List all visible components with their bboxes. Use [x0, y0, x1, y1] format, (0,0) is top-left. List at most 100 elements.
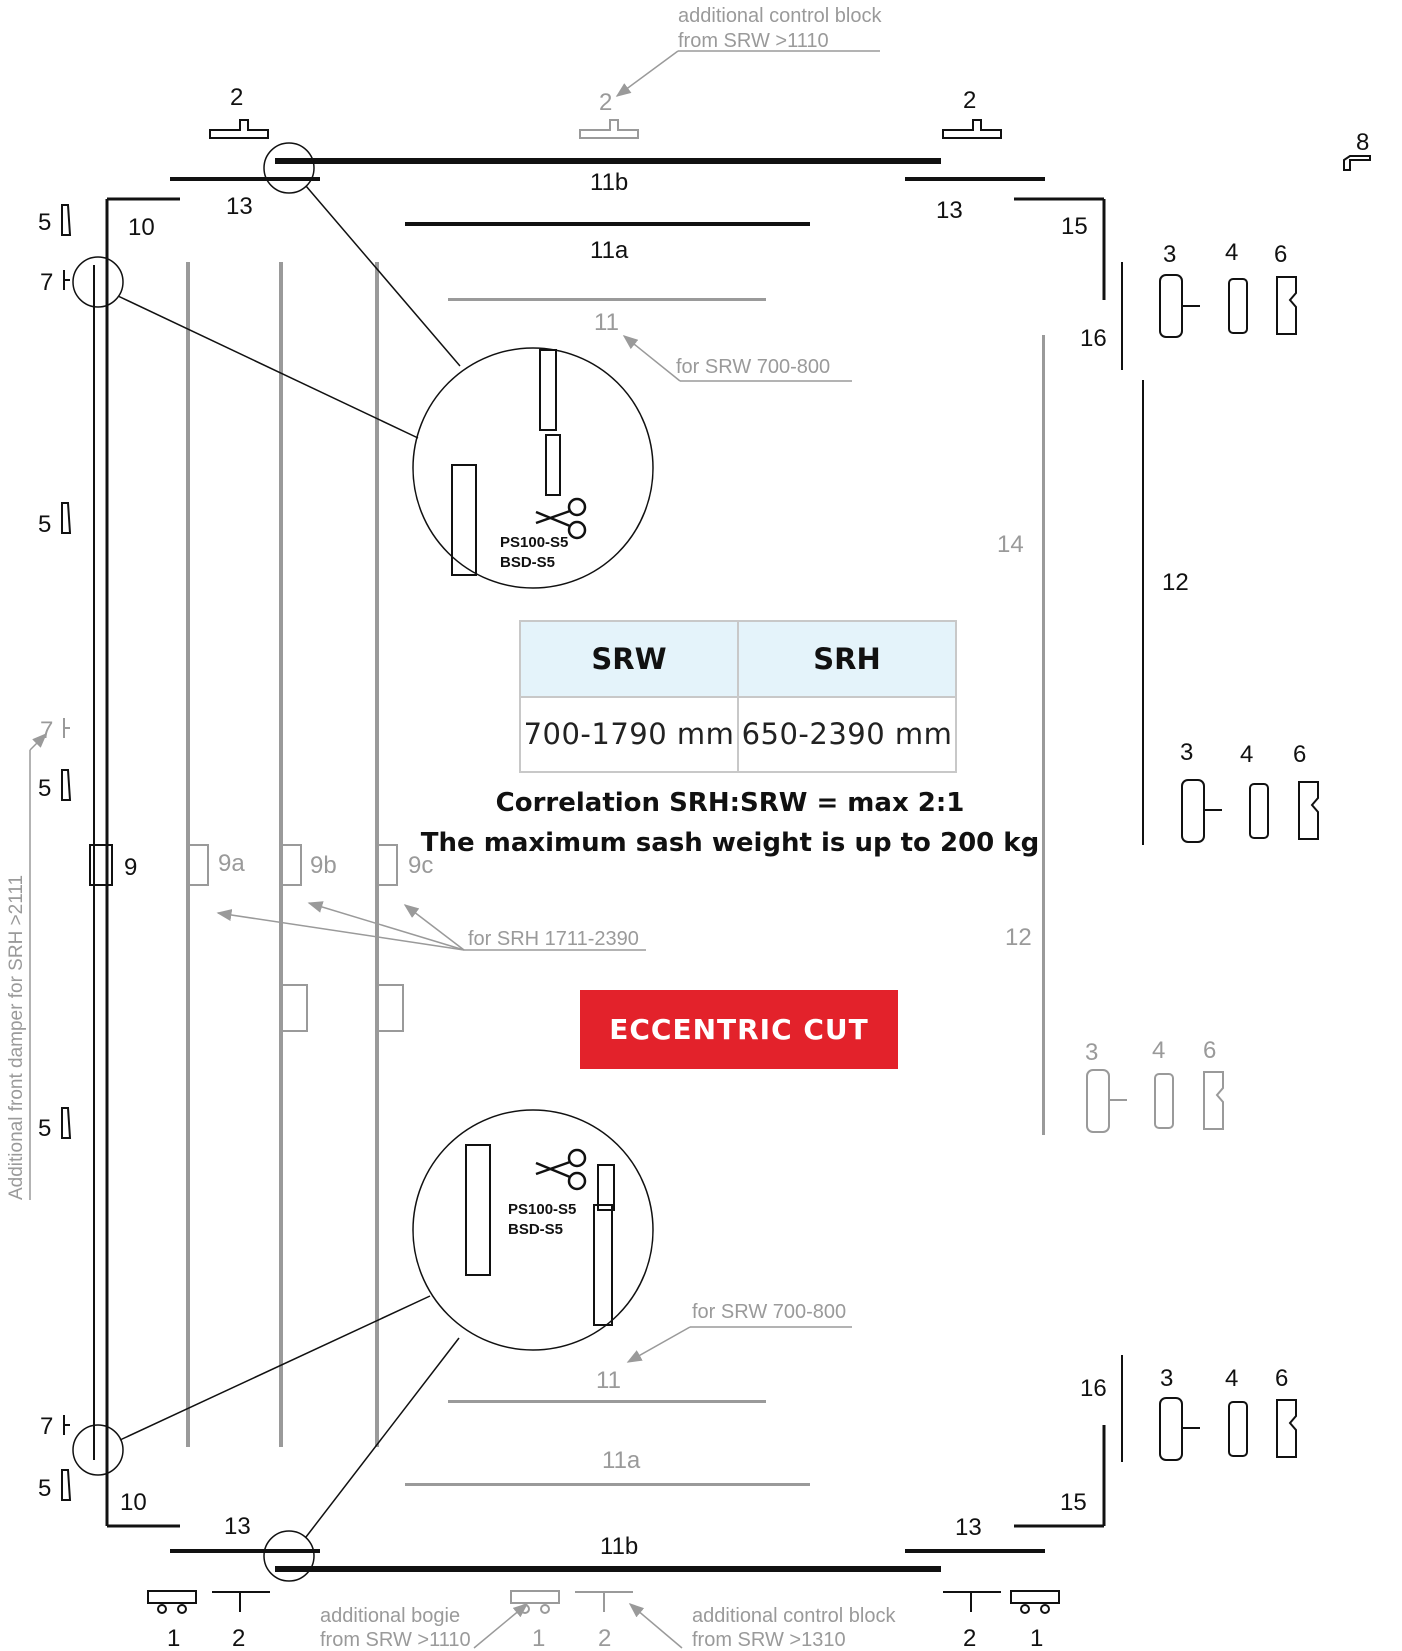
- label-5-a: 5: [38, 209, 51, 236]
- label-8: 8: [1356, 129, 1369, 156]
- label-2-top-left: 2: [230, 84, 243, 111]
- label-2-top-right: 2: [963, 87, 976, 114]
- rod-13-bottom-left: [170, 1549, 320, 1553]
- control-block-2-right: [942, 119, 1002, 139]
- label-14: 14: [997, 531, 1024, 558]
- rod-11b-top: [275, 158, 941, 164]
- label-6-bottom: 6: [1275, 1365, 1288, 1392]
- label-2-bottom-center: 2: [598, 1625, 611, 1651]
- control-block-2-center: [579, 119, 639, 139]
- bottom-bogies-grey: [510, 1590, 633, 1614]
- label-3-bottom: 3: [1160, 1365, 1173, 1392]
- sash-frame: [105, 197, 1106, 1528]
- label-12-black: 12: [1162, 569, 1189, 596]
- label-9: 9: [124, 854, 137, 881]
- leader-lines: [29, 50, 880, 1649]
- detail-bottom-content: [465, 1144, 615, 1326]
- detail-circle-bottom: [412, 1109, 654, 1351]
- note-srw-700-800-top: for SRW 700-800: [676, 356, 830, 378]
- rod-14-12: [1042, 335, 1045, 1135]
- bogie-note-line2: from SRW >1110: [320, 1629, 471, 1651]
- left-small-parts: [61, 204, 113, 1501]
- label-11a-bottom: 11a: [602, 1447, 641, 1474]
- label-2-bottom-right: 2: [963, 1625, 976, 1651]
- eccentric-cut-button[interactable]: ECCENTRIC CUT: [580, 990, 898, 1069]
- rod-11a-bottom: [405, 1483, 810, 1486]
- label-5-b: 5: [38, 511, 51, 538]
- part-3-4-6-middle: [1181, 779, 1319, 843]
- part-labels: additional control block from SRW >1110 …: [6, 5, 1369, 1651]
- part-3-4-6-bottom: [1159, 1397, 1297, 1461]
- label-6-middle: 6: [1293, 741, 1306, 768]
- table-header-srh: SRH: [737, 620, 957, 698]
- detail-circle-top: [412, 347, 654, 589]
- table-header-srw: SRW: [519, 620, 739, 698]
- rod-13-bottom-right: [905, 1549, 1045, 1553]
- label-1-right: 1: [1030, 1625, 1043, 1651]
- correlation-note: Correlation SRH:SRW = max 2:1: [495, 788, 965, 818]
- label-16-top: 16: [1080, 325, 1107, 352]
- label-12-grey: 12: [1005, 924, 1032, 951]
- detail-top-part-1: PS100-S5: [500, 534, 568, 551]
- table-value-srh: 650-2390 mm: [737, 695, 957, 773]
- label-2-top-center: 2: [599, 89, 612, 116]
- label-4-bottom: 4: [1225, 1365, 1238, 1392]
- scissors-icon: [535, 497, 587, 1191]
- label-6-grey: 6: [1203, 1037, 1216, 1064]
- detail-top-part-2: BSD-S5: [500, 554, 555, 571]
- label-5-d: 5: [38, 1115, 51, 1142]
- label-13-bottom-left: 13: [224, 1513, 251, 1540]
- bottom-bogies: [147, 1590, 1060, 1614]
- top-control-note-line2: from SRW >1110: [678, 30, 829, 52]
- part-8-icon: [1343, 155, 1371, 171]
- label-11a-top: 11a: [590, 237, 629, 264]
- detail-top-content: [451, 349, 561, 576]
- label-15-top: 15: [1061, 213, 1088, 240]
- label-16-bottom: 16: [1080, 1375, 1107, 1402]
- control-block-2-left: [209, 119, 269, 139]
- size-spec-table: SRW SRH 700-1790 mm 650-2390 mm: [519, 620, 957, 773]
- label-4-top: 4: [1225, 239, 1238, 266]
- label-5-e: 5: [38, 1475, 51, 1502]
- bottom-control-note-line2: from SRW >1310: [692, 1629, 846, 1651]
- label-4-middle: 4: [1240, 741, 1253, 768]
- bogie-note-line1: additional bogie: [320, 1605, 460, 1627]
- label-7-b: 7: [40, 1413, 53, 1440]
- rod-13-top-left: [170, 177, 320, 181]
- label-11b-top: 11b: [590, 169, 628, 196]
- label-11-top: 11: [594, 309, 619, 336]
- detail-bottom-part-2: BSD-S5: [508, 1221, 563, 1238]
- max-weight-note: The maximum sash weight is up to 200 kg: [420, 828, 1040, 858]
- label-5-c: 5: [38, 775, 51, 802]
- label-9a: 9a: [218, 850, 245, 877]
- label-15-bottom: 15: [1060, 1489, 1087, 1516]
- label-7-a: 7: [40, 269, 53, 296]
- label-1-center: 1: [532, 1625, 545, 1651]
- part-9-grey-locks: [187, 844, 404, 1032]
- label-13-top-left: 13: [226, 193, 253, 220]
- top-control-note-line1: additional control block: [678, 5, 882, 27]
- label-6-top: 6: [1274, 241, 1287, 268]
- label-3-top: 3: [1163, 241, 1176, 268]
- rod-13-top-right: [905, 177, 1045, 181]
- label-7-grey: 7: [40, 717, 53, 744]
- label-3-grey: 3: [1085, 1039, 1098, 1066]
- label-11b-bottom: 11b: [600, 1533, 638, 1560]
- rod-11-bottom: [448, 1400, 766, 1403]
- side-damper-note: Additional front damper for SRH >2111: [6, 875, 27, 1200]
- rod-11a-top: [405, 222, 810, 226]
- rod-11-top: [448, 298, 766, 301]
- label-11-bottom: 11: [596, 1367, 621, 1394]
- label-9b: 9b: [310, 852, 337, 879]
- horizontal-rods: [170, 158, 1045, 1572]
- note-srh-1711-2390: for SRH 1711-2390: [468, 928, 639, 950]
- detail-bottom-part-1: PS100-S5: [508, 1201, 576, 1218]
- label-13-bottom-right: 13: [955, 1514, 982, 1541]
- label-10-bottom: 10: [120, 1489, 147, 1516]
- label-4-grey: 4: [1152, 1037, 1165, 1064]
- detail-callouts: [72, 142, 654, 1582]
- bottom-control-note-line1: additional control block: [692, 1605, 896, 1627]
- label-1-left: 1: [167, 1625, 180, 1651]
- rod-11b-bottom: [275, 1566, 941, 1572]
